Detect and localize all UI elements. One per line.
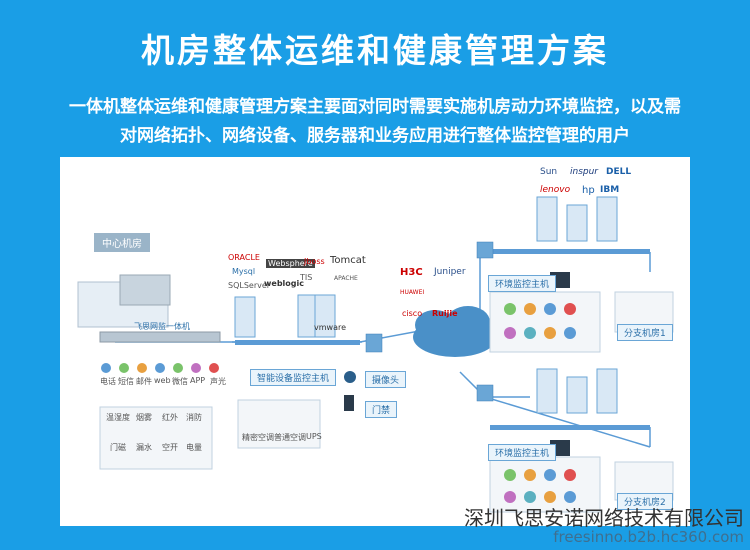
subtitle-line-1: 一体机整体运维和健康管理方案主要面对同时需要实施机房动力环境监控，以及需 (69, 97, 681, 117)
notify-phone: 电话 (100, 377, 116, 386)
env-host-2-label: 环境监控主机 (488, 444, 557, 461)
logo-inspur: inspur (570, 167, 599, 177)
logo-vmware: vmware (314, 323, 347, 332)
server-icon (234, 296, 256, 338)
footer-company: 深圳飞思安诺网络技术有限公司 (464, 506, 744, 530)
logo-hp: hp (582, 185, 595, 196)
sensor-leak: 漏水 (136, 443, 152, 452)
logo-weblogic: weblogic (264, 279, 304, 288)
logo-websphere: Websphere (266, 259, 315, 268)
sensor-fire: 消防 (186, 413, 202, 422)
logo-sqlserver: SQLServer (228, 281, 271, 290)
sensor-door: 门磁 (110, 443, 126, 452)
sensor-smoke: 烟雾 (136, 413, 152, 422)
appliance-photo (119, 274, 171, 306)
logo-mysql: Mysql (232, 267, 256, 276)
device-normal-ac: 普通空调 (274, 433, 306, 442)
notify-sms: 短信 (118, 377, 134, 386)
notify-email: 邮件 (136, 377, 152, 386)
logo-jboss: Jboss (304, 257, 325, 266)
logo-sun: Sun (540, 167, 558, 177)
camera-label: 摄像头 (365, 371, 407, 388)
logo-ruijie: Ruijie (432, 309, 458, 318)
sensor-temp: 温湿度 (106, 413, 130, 422)
firewall-icon-top (476, 241, 494, 259)
logo-huawei: HUAWEI (400, 289, 425, 296)
notify-wechat: 微信 (172, 377, 188, 386)
center-sensor-box (99, 406, 213, 470)
env-host-1-label: 环境监控主机 (488, 275, 557, 292)
topology-diagram: 中心机房 飞思网监一体机 电话 短信 邮件 web 微信 APP 声光 温湿度 … (60, 157, 690, 526)
branch1-sensor-box (489, 291, 601, 353)
logo-tis: TIS (300, 273, 313, 282)
server-icon (596, 368, 618, 414)
branch-1-label: 分支机房1 (617, 324, 673, 341)
appliance-icon (99, 331, 221, 343)
access-control-label: 门禁 (365, 401, 398, 418)
server-rack-bar-top (490, 249, 650, 254)
subtitle-line-2: 对网络拓扑、网络设备、服务器和业务应用进行整体监控管理的用户 (120, 126, 630, 146)
server-rack-bar-center (235, 340, 360, 345)
camera-icon (344, 371, 356, 383)
sensor-ir: 红外 (162, 413, 178, 422)
server-rack-bar-bottom (490, 425, 650, 430)
branch2-sensor-box (489, 456, 601, 513)
logo-apache: APACHE (334, 275, 358, 282)
logo-oracle: ORACLE (228, 253, 260, 262)
firewall-icon-center (365, 333, 383, 353)
page-title: 机房整体运维和健康管理方案 (141, 31, 609, 70)
firewall-icon-bottom (476, 384, 494, 402)
footer-url: freesinno.b2b.hc360.com (553, 528, 744, 546)
device-ups: UPS (306, 432, 322, 441)
server-icon (536, 196, 558, 242)
cloud-icon (413, 306, 497, 357)
logo-dell: DELL (606, 167, 632, 177)
device-precision-ac: 精密空调 (242, 433, 274, 442)
server-icon (566, 376, 588, 414)
notify-app: APP (190, 376, 206, 385)
door-access-icon (344, 395, 354, 411)
appliance-label: 飞思网监一体机 (134, 322, 190, 331)
notify-web: web (154, 376, 171, 385)
logo-ibm: IBM (600, 185, 620, 195)
logo-h3c: H3C (400, 267, 423, 278)
topology-lines (77, 196, 674, 513)
server-icon (566, 204, 588, 242)
logo-cisco: cisco (402, 309, 423, 318)
server-icon (314, 294, 336, 338)
logo-lenovo: lenovo (540, 185, 571, 195)
notify-alarm: 声光 (210, 377, 226, 386)
sensor-power: 电量 (186, 443, 202, 452)
server-icon (596, 196, 618, 242)
logo-tomcat: Tomcat (330, 255, 366, 266)
branch-2-label: 分支机房2 (617, 493, 673, 510)
sensor-breaker: 空开 (162, 443, 178, 452)
smart-monitor-host-label: 智能设备监控主机 (250, 369, 337, 386)
center-room-label: 中心机房 (94, 233, 150, 252)
smart-device-box (237, 399, 321, 449)
logo-juniper: Juniper (434, 267, 466, 277)
server-icon (536, 368, 558, 414)
